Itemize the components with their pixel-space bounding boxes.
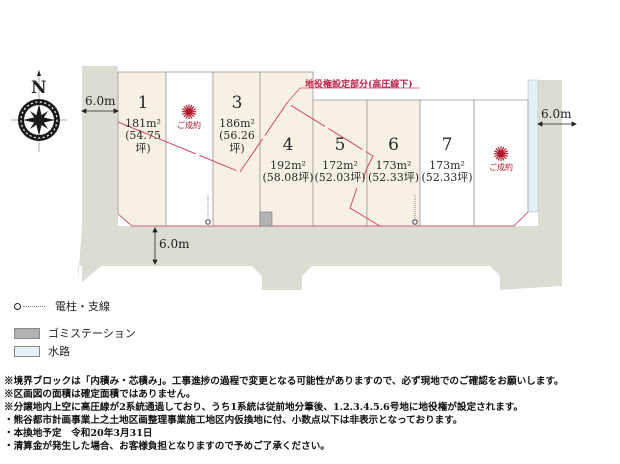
plot-area: 181m² (125, 116, 161, 130)
plot-number: 1 (137, 93, 149, 113)
compass-north-label: N (31, 78, 47, 98)
waterway-swatch (14, 345, 40, 357)
note-settlement: ・清算金が発生した場合、お客様負担となりますので予めご了承ください。 (4, 441, 330, 452)
ribbon-icon: ✺ (180, 100, 198, 124)
note-area-not-final: ※区画図の面積は確定面積ではありません。 (4, 389, 196, 400)
easement-label: 地役権設定部分(高圧線下) (305, 80, 413, 90)
plot-tsubo: (52.03坪) (314, 171, 366, 185)
plot-number: 4 (282, 135, 294, 155)
plot-number: 6 (388, 135, 399, 155)
garbage-station-swatch (14, 327, 40, 339)
plot-1[interactable]: 1 181m² (54.75坪) (118, 93, 168, 155)
plot-7[interactable]: 7 173m² (52.33坪) (420, 135, 474, 185)
south-road-width: 6.0m (159, 237, 190, 251)
plot-6[interactable]: 6 173m² (52.33坪) (367, 135, 420, 185)
waterway (527, 79, 539, 213)
note-boundary-block: ※境界ブロックは「内積み・芯積み」。工事進捗の過程で変更となる可能性がありますの… (4, 376, 564, 387)
note-high-voltage: ※分譲地内上空に高圧線が2系統通過しており、うち1系統は従前地分筆後、1.2.3… (4, 402, 524, 413)
legend-garbage-station: ゴミステーション (14, 325, 136, 341)
plot-area: 186m² (219, 116, 255, 130)
legend-waterway: 水路 (14, 343, 70, 359)
garbage-station (259, 211, 273, 227)
ribbon-icon: ✺ (492, 142, 510, 166)
legend-label: ゴミステーション (48, 327, 136, 340)
plot-area: 172m² (322, 158, 358, 172)
compass-icon (11, 70, 67, 152)
plot-tsubo: (52.33坪) (367, 171, 420, 185)
sold-label: ご成約 (177, 121, 201, 130)
plot-2-sold[interactable]: ✺ ご成約 (172, 102, 206, 131)
plot-number: 3 (231, 93, 243, 113)
plot-8-sold[interactable]: ✺ ご成約 (484, 144, 518, 173)
note-land-readjustment: ・熊谷都市計画事業上之土地区画整理事業施工地区内仮換地に付、小数点以下は非表示と… (4, 415, 463, 426)
plot-area: 192m² (270, 158, 306, 172)
west-road-width: 6.0m (85, 94, 116, 108)
plot-tsubo: (54.75坪) (125, 129, 161, 155)
plot-tsubo: (58.08坪) (262, 171, 314, 185)
legend-label: 電柱・支線 (55, 300, 110, 313)
east-road-width: 6.0m (541, 107, 572, 121)
plot-number: 5 (334, 135, 346, 155)
notes: ※境界ブロックは「内積み・芯積み」。工事進捗の過程で変更となる可能性がありますの… (4, 375, 616, 453)
plot-tsubo: (52.33坪) (421, 171, 473, 185)
plot-area: 173m² (375, 158, 412, 172)
utility-poles (205, 195, 418, 225)
site-map (11, 66, 577, 290)
legend-label: 水路 (48, 345, 70, 358)
note-replotting-date: ・本換地予定 令和20年3月31日 (4, 428, 153, 439)
plot-3[interactable]: 3 186m² (56.26坪) (212, 93, 262, 155)
plot-tsubo: (56.26坪) (219, 129, 255, 155)
plot-4[interactable]: 4 192m² (58.08坪) (262, 135, 314, 185)
legend-utility-pole: 電柱・支線 (14, 298, 110, 314)
plot-number: 7 (441, 135, 453, 155)
utility-pole-icon (14, 302, 45, 310)
sold-label: ご成約 (489, 163, 513, 172)
easement-line (117, 102, 374, 179)
plot-5[interactable]: 5 172m² (52.03坪) (313, 135, 367, 185)
roads (78, 66, 562, 290)
plot-area: 173m² (429, 158, 465, 172)
